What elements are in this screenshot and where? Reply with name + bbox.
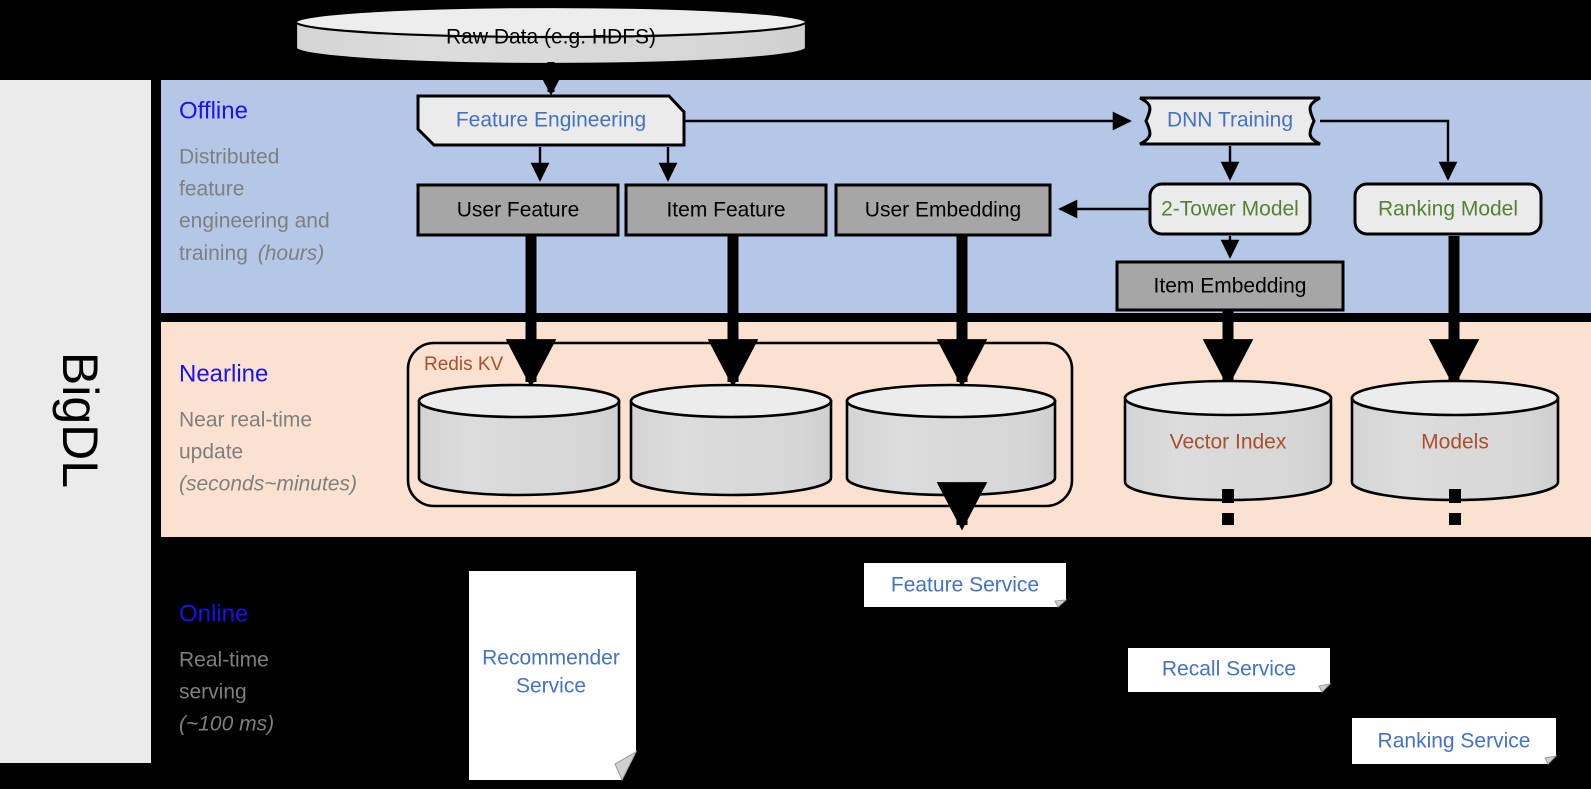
stage-heading-online: Online xyxy=(179,600,248,627)
stage-heading-nearline: Nearline xyxy=(179,360,268,387)
stage-desc-nearline-italic: (seconds~minutes) xyxy=(179,473,357,496)
node-item-feature: Item Feature xyxy=(624,183,828,237)
node-dnn-training: DNN Training xyxy=(1139,96,1321,146)
sidebar-label-bigdl: BigDL xyxy=(52,352,108,488)
stage-label-nearline: Nearline Near real-time update (seconds~… xyxy=(179,360,357,495)
node-user-embedding: User Embedding xyxy=(834,183,1052,237)
edge-vector-index-dash-1 xyxy=(1222,489,1234,503)
node-label-feature-engineering: Feature Engineering xyxy=(456,109,646,132)
edge-models-dash-1 xyxy=(1449,489,1461,503)
edge-models-dash-2 xyxy=(1449,513,1461,525)
node-feature-engineering: Feature Engineering xyxy=(416,94,686,147)
stage-desc-offline-line4: training xyxy=(179,242,254,265)
node-label-feature-service: Feature Service xyxy=(891,574,1039,597)
stage-desc-nearline-line1: Near real-time xyxy=(179,409,312,432)
node-label-user-feature: User Feature xyxy=(457,199,580,222)
stage-desc-nearline-line2: update xyxy=(179,441,243,464)
node-redis-store-1 xyxy=(417,383,621,497)
node-label-models: Models xyxy=(1421,431,1489,454)
node-recall-service[interactable]: Recall Service xyxy=(1128,648,1332,693)
group-label-redis-kv: Redis KV xyxy=(424,354,504,375)
node-ranking-service[interactable]: Ranking Service xyxy=(1352,718,1558,765)
stage-heading-offline: Offline xyxy=(179,97,248,124)
svg-text:training (hours): training (hours) xyxy=(179,242,324,265)
node-label-item-embedding: Item Embedding xyxy=(1154,275,1307,298)
stage-desc-offline-line1: Distributed xyxy=(179,146,279,169)
node-two-tower-model: 2-Tower Model xyxy=(1148,182,1312,236)
node-label-item-feature: Item Feature xyxy=(666,199,785,222)
stage-desc-online-line2: serving xyxy=(179,681,247,704)
node-label-ranking-service: Ranking Service xyxy=(1378,730,1531,753)
node-vector-index: Vector Index xyxy=(1123,379,1333,502)
stage-label-offline: Offline Distributed feature engineering … xyxy=(179,97,330,264)
node-user-feature: User Feature xyxy=(416,183,620,237)
node-ranking-model: Ranking Model xyxy=(1353,182,1543,236)
bigdl-sidebar xyxy=(0,80,151,763)
edge-dnn-to-ranking-model xyxy=(1320,119,1458,181)
stage-desc-online-line1: Real-time xyxy=(179,649,269,672)
stage-desc-offline-italic: (hours) xyxy=(258,242,325,265)
stage-desc-online-italic: (~100 ms) xyxy=(179,713,274,736)
stage-desc-offline-line3: engineering and xyxy=(179,210,330,233)
node-redis-store-3 xyxy=(845,383,1057,497)
node-label-dnn-training: DNN Training xyxy=(1167,109,1293,132)
edge-vector-index-dash-2 xyxy=(1222,513,1234,525)
node-raw-data: Raw Data (e.g. HDFS) xyxy=(294,5,808,66)
node-label-user-embedding: User Embedding xyxy=(865,199,1021,222)
node-label-vector-index: Vector Index xyxy=(1170,431,1287,454)
node-label-recall-service: Recall Service xyxy=(1162,658,1296,681)
node-label-two-tower-model: 2-Tower Model xyxy=(1161,198,1299,221)
node-label-recommender-service-line2: Service xyxy=(516,675,586,698)
stage-desc-offline-line2: feature xyxy=(179,178,244,201)
node-feature-service[interactable]: Feature Service xyxy=(864,563,1068,608)
node-redis-store-2 xyxy=(629,383,833,497)
node-label-recommender-service-line1: Recommender xyxy=(482,647,620,670)
node-item-embedding: Item Embedding xyxy=(1115,260,1345,312)
node-label-ranking-model: Ranking Model xyxy=(1378,198,1518,221)
node-models: Models xyxy=(1350,379,1560,502)
node-label-raw-data: Raw Data (e.g. HDFS) xyxy=(446,26,656,49)
node-recommender-service[interactable]: Recommender Service xyxy=(469,571,638,782)
stage-label-online: Online Real-time serving (~100 ms) xyxy=(179,600,274,735)
